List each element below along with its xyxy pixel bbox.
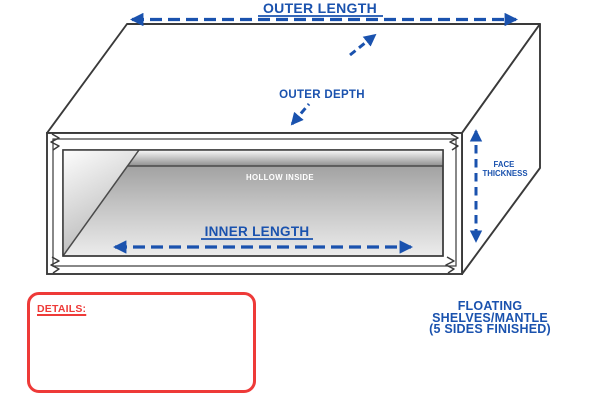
- hollow-opening-outline: [62, 149, 444, 257]
- caption-line-1: FLOATING: [457, 299, 523, 313]
- top-face-pointer-arrow: [349, 33, 377, 57]
- dimension-annotations: OUTER LENGTH OUTER DEPTH FACE THICKNESS …: [112, 0, 528, 254]
- caption-line-2: SHELVES/MANTLE: [432, 310, 548, 325]
- front-frame-offset-line: [52, 138, 457, 267]
- hollow-inside-label: HOLLOW INSIDE: [246, 173, 314, 182]
- outer-length-label: OUTER LENGTH: [263, 0, 377, 16]
- outer-depth-label: OUTER DEPTH: [279, 89, 365, 101]
- break-mark-bottom-right: [445, 256, 455, 274]
- details-box: DETAILS:: [27, 292, 256, 393]
- break-mark-bottom-left: [50, 256, 60, 274]
- face-thickness-label: FACE THICKNESS: [482, 160, 527, 178]
- break-mark-top-left: [50, 133, 60, 151]
- box-top-face: [46, 23, 541, 134]
- break-mark-top-right: [449, 133, 459, 151]
- corner-break-marks: [50, 133, 459, 274]
- hollow-ceiling-band: [128, 150, 443, 166]
- hollow-left-wall-edge: [62, 149, 140, 257]
- inner-length-label: INNER LENGTH: [205, 224, 310, 239]
- caption-line-3: (5 SIDES FINISHED): [429, 322, 551, 337]
- product-caption: FLOATING SHELVES/MANTLE (5 SIDES FINISHE…: [405, 299, 575, 337]
- hollow-opening: HOLLOW INSIDE: [62, 149, 444, 257]
- details-title: DETAILS:: [37, 303, 87, 315]
